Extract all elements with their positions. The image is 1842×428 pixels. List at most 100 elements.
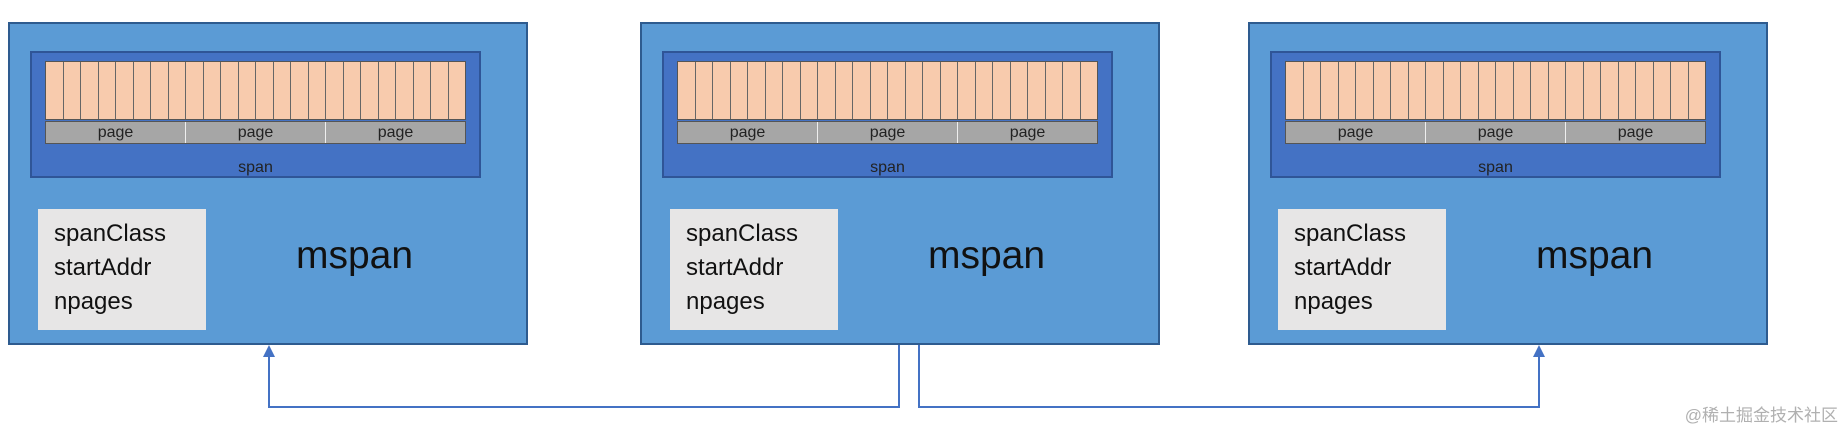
object-slot [256, 62, 274, 119]
prev-arrowhead [263, 345, 275, 357]
object-slot [1356, 62, 1374, 119]
object-slot [1566, 62, 1584, 119]
object-slot [151, 62, 169, 119]
object-slot [1408, 62, 1426, 119]
object-slot [81, 62, 99, 119]
page-row: page page page [45, 121, 466, 144]
object-slot [923, 62, 941, 119]
object-slot [186, 62, 204, 119]
field-startaddr: startAddr [1294, 254, 1392, 281]
page-label: page [1286, 122, 1426, 143]
object-slot [378, 62, 396, 119]
object-slot [1426, 62, 1444, 119]
field-npages: npages [54, 288, 133, 315]
object-slot [1391, 62, 1409, 119]
object-slot [748, 62, 766, 119]
field-startaddr: startAddr [686, 254, 784, 281]
page-label: page [1426, 122, 1566, 143]
object-slot [713, 62, 731, 119]
object-slot [291, 62, 309, 119]
object-slot [1028, 62, 1046, 119]
object-slot [1045, 62, 1063, 119]
object-slot [396, 62, 414, 119]
object-slot [993, 62, 1011, 119]
object-slot [853, 62, 871, 119]
object-slot [63, 62, 81, 119]
object-slot [1286, 62, 1304, 119]
object-slot [905, 62, 923, 119]
object-slot [1303, 62, 1321, 119]
object-slot [326, 62, 344, 119]
page-label: page [1009, 123, 1046, 141]
object-slot [448, 62, 465, 119]
object-slot [1548, 62, 1566, 119]
object-slot [958, 62, 976, 119]
object-slot [168, 62, 186, 119]
object-cells [677, 61, 1098, 120]
mspan-label: mspan [296, 234, 414, 277]
object-slot [1338, 62, 1356, 119]
page-label: page [46, 122, 186, 143]
object-cells [45, 61, 466, 120]
object-slot [1653, 62, 1671, 119]
object-slot [1531, 62, 1549, 119]
object-slot [1601, 62, 1619, 119]
object-slot [343, 62, 361, 119]
object-slot [870, 62, 888, 119]
object-slot [431, 62, 449, 119]
object-slot [940, 62, 958, 119]
object-slot [695, 62, 713, 119]
field-spanclass: spanClass [1294, 220, 1407, 247]
fields-box: spanClass startAddr npages [670, 209, 838, 330]
object-slot [1618, 62, 1636, 119]
field-startaddr: startAddr [54, 254, 152, 281]
mspan-node-1: page page page span spanClass startAddr … [640, 22, 1160, 345]
object-slot [1461, 62, 1479, 119]
object-slot [413, 62, 431, 119]
object-slot [730, 62, 748, 119]
page-label: page [186, 122, 326, 143]
object-slot [1010, 62, 1028, 119]
page-row: page page page [677, 121, 1098, 144]
field-spanclass: spanClass [54, 220, 167, 247]
object-slot [116, 62, 134, 119]
mspan-node-2: page page page span spanClass startAddr … [1248, 22, 1768, 345]
object-slot [273, 62, 291, 119]
object-slot [221, 62, 239, 119]
object-slot [835, 62, 853, 119]
object-slot [238, 62, 256, 119]
page-label: page [377, 123, 414, 141]
object-slot [975, 62, 993, 119]
object-slot [1671, 62, 1689, 119]
page-label: page [818, 122, 958, 143]
span-box: page page page span [1270, 51, 1721, 178]
field-spanclass: spanClass [686, 220, 799, 247]
span-box: page page page span [30, 51, 481, 178]
object-slot [888, 62, 906, 119]
next-link-arrow [918, 345, 1540, 408]
span-label: span [1478, 159, 1513, 176]
object-slot [1443, 62, 1461, 119]
object-slot [46, 62, 64, 119]
span-label: span [238, 159, 273, 176]
object-slot [800, 62, 818, 119]
span-box: page page page span [662, 51, 1113, 178]
object-slot [1063, 62, 1081, 119]
field-npages: npages [1294, 288, 1373, 315]
object-slot [1478, 62, 1496, 119]
object-slot [1513, 62, 1531, 119]
object-slot [98, 62, 116, 119]
object-slot [818, 62, 836, 119]
object-slot [1636, 62, 1654, 119]
mspan-label: mspan [1536, 234, 1654, 277]
page-label: page [1617, 123, 1654, 141]
page-row: page page page [1285, 121, 1706, 144]
object-slot [1373, 62, 1391, 119]
fields-box: spanClass startAddr npages [38, 209, 206, 330]
mspan-node-0: page page page span spanClass startAddr … [8, 22, 528, 345]
object-slot [203, 62, 221, 119]
object-slot [1583, 62, 1601, 119]
next-arrowhead [1533, 345, 1545, 357]
mspan-label: mspan [928, 234, 1046, 277]
